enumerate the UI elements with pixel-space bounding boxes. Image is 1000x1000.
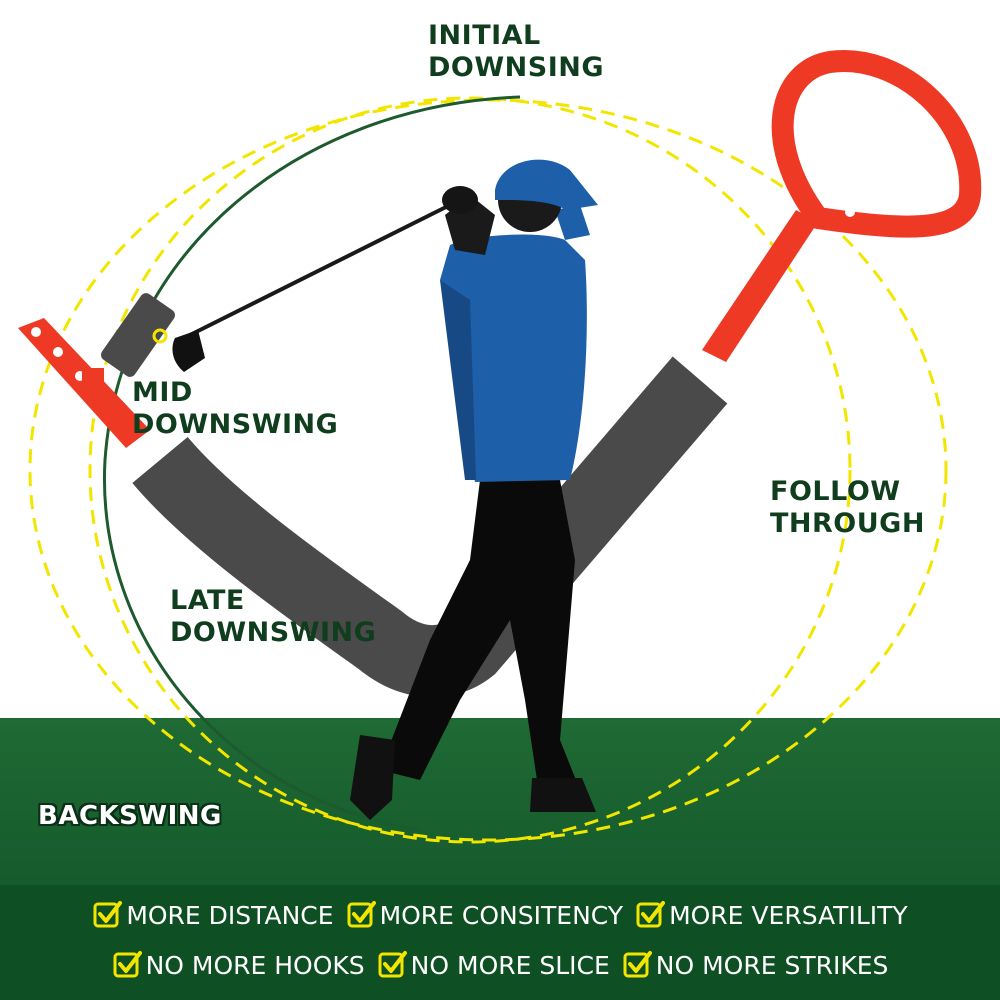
label-initial-line1: INITIAL <box>428 20 541 51</box>
swing-plane-line <box>102 95 521 832</box>
feature-item: NO MORE SLICE <box>377 950 610 980</box>
label-backswing: BACKSWING <box>38 801 222 831</box>
label-initial-line2: DOWNSING <box>428 52 604 83</box>
grass-ground <box>0 718 1000 890</box>
label-late-downswing: LATE DOWNSWING <box>170 585 376 649</box>
golfer-figure <box>350 159 598 820</box>
label-follow-line1: FOLLOW <box>770 476 901 507</box>
feature-row-2: NO MORE HOOKS NO MORE SLICE NO MORE STRI… <box>0 950 1000 980</box>
golf-club <box>152 203 451 372</box>
check-box-icon <box>93 901 123 928</box>
feature-item: NO MORE HOOKS <box>112 950 365 980</box>
feature-text: NO MORE STRIKES <box>655 950 889 980</box>
check-box-icon <box>378 951 407 978</box>
feature-item: MORE VERSATILITY <box>635 900 908 930</box>
check-box-icon <box>347 901 376 928</box>
feature-text: MORE CONSITENCY <box>379 900 624 930</box>
feature-text: NO MORE SLICE <box>410 950 610 980</box>
feature-banner <box>0 885 1000 1000</box>
trainer-right-arm <box>702 50 982 362</box>
label-follow-line2: THROUGH <box>770 508 925 539</box>
feature-item: MORE DISTANCE <box>92 900 334 930</box>
check-box-icon <box>623 951 652 978</box>
label-mid-downswing: MID DOWNSWING <box>132 377 338 441</box>
label-late-line2: DOWNSWING <box>170 617 377 648</box>
label-late-line1: LATE <box>170 585 245 616</box>
label-follow-through: FOLLOW THROUGH <box>770 476 925 540</box>
swing-illustration <box>18 50 982 844</box>
trainer-left-arm <box>18 318 150 448</box>
feature-item: MORE CONSITENCY <box>346 900 624 930</box>
label-mid-line1: MID <box>132 377 193 408</box>
check-box-icon <box>113 951 142 978</box>
feature-item: NO MORE STRIKES <box>622 950 889 980</box>
label-mid-line2: DOWNSWING <box>132 409 339 440</box>
feature-text: MORE VERSATILITY <box>669 900 908 930</box>
check-box-icon <box>636 901 666 928</box>
inner-swing-path <box>88 96 852 844</box>
feature-text: NO MORE HOOKS <box>145 950 365 980</box>
label-initial-downswing: INITIAL DOWNSING <box>428 20 604 84</box>
feature-text: MORE DISTANCE <box>126 900 334 930</box>
feature-row-1: MORE DISTANCE MORE CONSITENCY MORE VERSA… <box>0 900 1000 930</box>
